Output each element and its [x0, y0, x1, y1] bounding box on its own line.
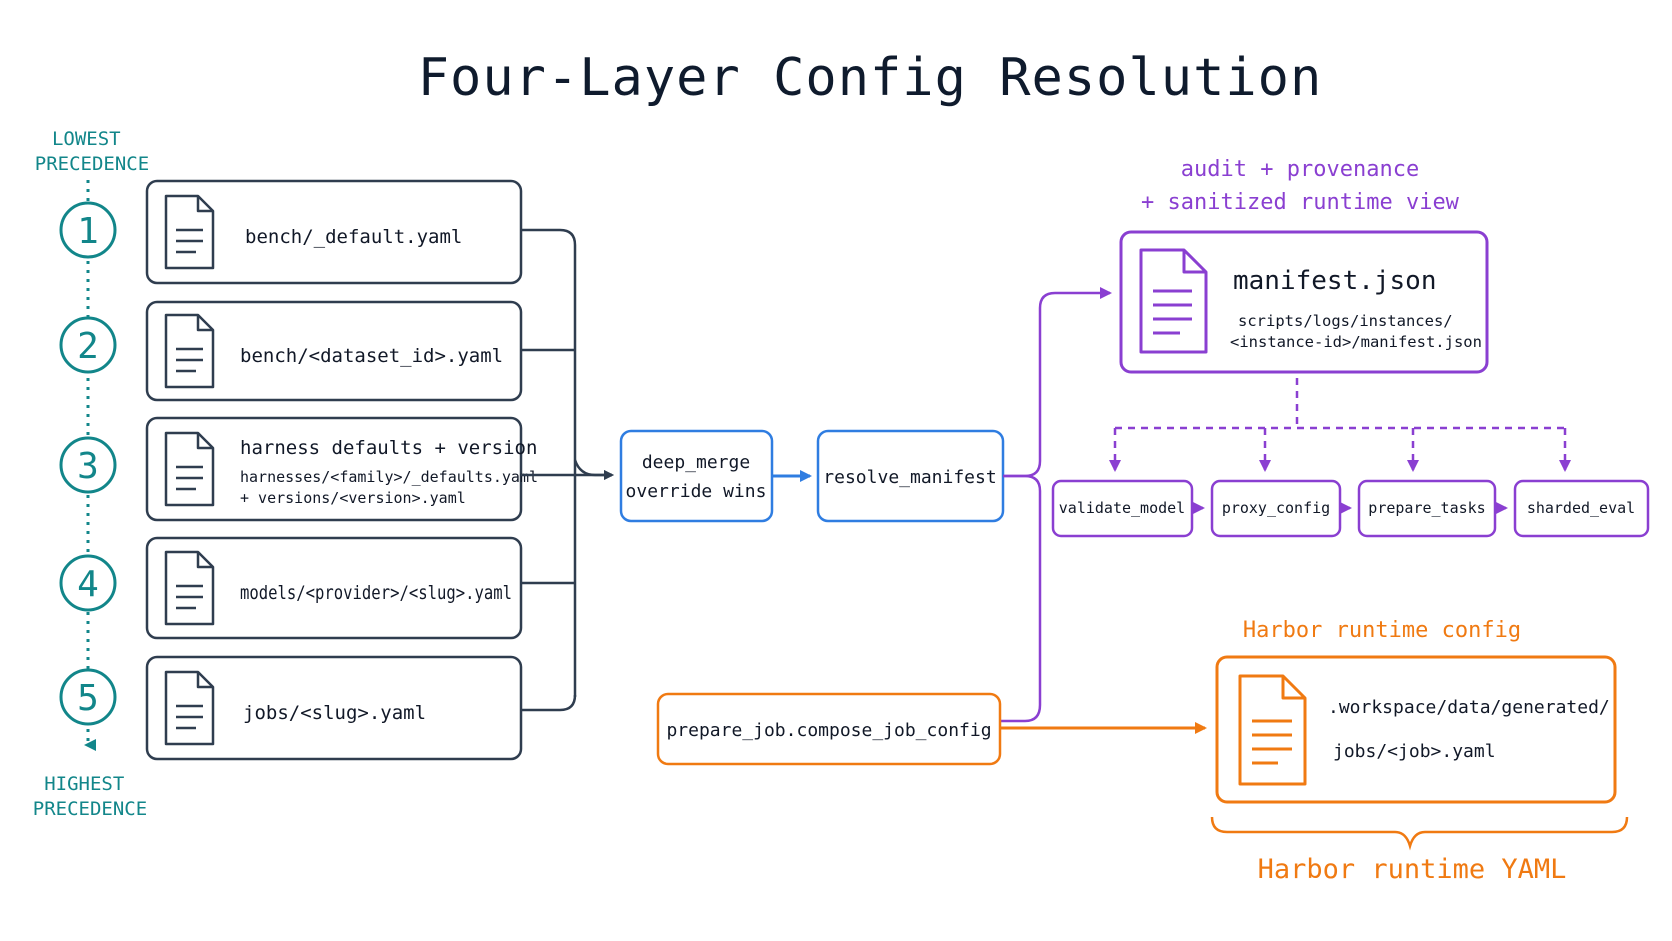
step-prepare-tasks: prepare_tasks: [1357, 479, 1497, 538]
lowest-precedence-label: LOWEST PRECEDENCE: [35, 128, 149, 175]
layer-3-title: harness defaults + version: [240, 437, 537, 459]
document-icon: [164, 431, 215, 507]
audit-note-line-2: + sanitized runtime view: [1141, 190, 1460, 215]
highest-label-line-2: PRECEDENCE: [33, 798, 147, 820]
deep-merge-label: deep_merge: [642, 452, 750, 473]
compose-job-config-box: prepare_job.compose_job_config: [656, 692, 1002, 766]
layer-number-5-text: 5: [77, 678, 99, 719]
step-sharded-eval-label: sharded_eval: [1527, 499, 1635, 517]
highest-precedence-label: HIGHEST PRECEDENCE: [33, 773, 147, 820]
document-icon: [164, 550, 215, 626]
harbor-path-2: jobs/<job>.yaml: [1333, 741, 1496, 762]
step-validate-model: validate_model: [1051, 479, 1194, 538]
step-proxy-config: proxy_config: [1210, 479, 1342, 538]
page-title: Four-Layer Config Resolution: [418, 48, 1323, 108]
layer-number-1: 1: [59, 201, 117, 259]
layer-number-5: 5: [59, 668, 117, 726]
layer-box-4: models/<provider>/<slug>.yaml: [145, 536, 523, 640]
harbor-path-1: .workspace/data/generated/: [1328, 697, 1610, 718]
layer-connectors: [521, 228, 614, 712]
layer-number-4: 4: [59, 554, 117, 612]
layer-number-4-text: 4: [77, 564, 99, 605]
layer-2-path: bench/<dataset_id>.yaml: [240, 345, 503, 367]
audit-note-line-1: audit + provenance: [1181, 157, 1419, 182]
lowest-label-line-2: PRECEDENCE: [35, 153, 149, 175]
harbor-runtime-yaml-label: Harbor runtime YAML: [1258, 854, 1567, 885]
step-proxy-config-label: proxy_config: [1222, 499, 1330, 517]
document-icon: [164, 313, 215, 389]
document-icon: [164, 194, 215, 270]
layer-number-2: 2: [59, 316, 117, 374]
resolve-manifest-label: resolve_manifest: [823, 467, 996, 488]
harbor-brace: [1210, 816, 1629, 851]
harbor-config-box: .workspace/data/generated/ jobs/<job>.ya…: [1215, 655, 1617, 804]
layer-1-path: bench/_default.yaml: [245, 226, 462, 248]
highest-label-line-1: HIGHEST: [44, 773, 124, 795]
layer-box-2: bench/<dataset_id>.yaml: [145, 300, 523, 402]
lowest-label-line-1: LOWEST: [52, 128, 121, 150]
manifest-fanout: [1109, 378, 1571, 472]
manifest-path-2: <instance-id>/manifest.json: [1230, 333, 1482, 351]
deep-merge-box: deep_merge override wins: [619, 429, 774, 523]
step-validate-model-label: validate_model: [1059, 499, 1185, 517]
layer-box-1: bench/_default.yaml: [145, 179, 523, 285]
resolve-manifest-box: resolve_manifest: [816, 429, 1005, 523]
layer-number-3-text: 3: [77, 446, 99, 487]
layer-number-2-text: 2: [77, 326, 99, 367]
step-prepare-tasks-label: prepare_tasks: [1368, 499, 1485, 517]
harbor-runtime-config-label: Harbor runtime config: [1243, 618, 1521, 643]
manifest-title: manifest.json: [1233, 266, 1437, 296]
manifest-path-1: scripts/logs/instances/: [1238, 312, 1453, 330]
manifest-box: manifest.json scripts/logs/instances/ <i…: [1119, 230, 1489, 374]
document-icon: [1238, 674, 1307, 786]
document-icon: [1139, 248, 1208, 354]
layer-number-3: 3: [59, 436, 117, 494]
layer-3-path-2: + versions/<version>.yaml: [240, 489, 466, 507]
document-icon: [164, 670, 215, 746]
layer-box-3: harness defaults + version harnesses/<fa…: [145, 416, 538, 522]
purple-connectors: [1000, 287, 1112, 723]
layer-number-1-text: 1: [77, 211, 99, 252]
layer-box-5: jobs/<slug>.yaml: [145, 655, 523, 761]
override-wins-label: override wins: [626, 481, 767, 502]
compose-job-config-label: prepare_job.compose_job_config: [666, 720, 991, 741]
layer-3-path-1: harnesses/<family>/_defaults.yaml: [240, 468, 538, 486]
layer-5-path: jobs/<slug>.yaml: [243, 702, 426, 724]
layer-4-path: models/<provider>/<slug>.yaml: [240, 582, 512, 604]
step-sharded-eval: sharded_eval: [1513, 479, 1650, 538]
